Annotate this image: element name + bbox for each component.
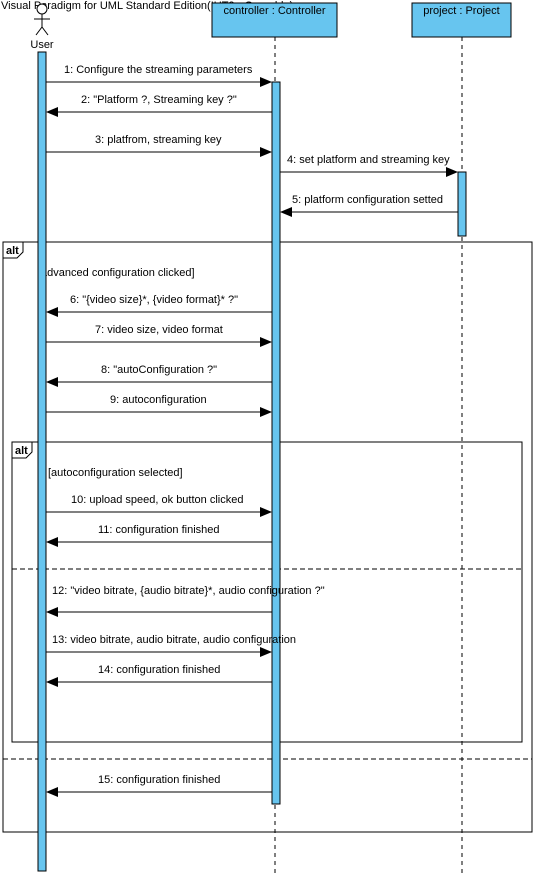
controller-label: controller : Controller [223,5,325,17]
message-5: 5: platform configuration setted [280,194,458,217]
message-4-label: 4: set platform and streaming key [287,154,450,166]
message-2-label: 2: "Platform ?, Streaming key ?" [81,94,237,106]
message-9: 9: autoconfiguration [46,394,272,417]
inner-alt-guard: [autoconfiguration selected] [48,467,183,479]
activation-controller [271,81,281,805]
actor-user-label: User [30,39,54,51]
message-1-label: 1: Configure the streaming parameters [64,64,253,76]
activation-user [37,51,47,872]
inner-alt-fragment: alt [11,441,523,743]
message-13: 13: video bitrate, audio bitrate, audio … [46,634,296,657]
message-5-label: 5: platform configuration setted [292,194,443,206]
message-4: 4: set platform and streaming key [280,154,458,177]
inner-alt-operator: alt [15,445,28,457]
message-12: 12: "video bitrate, {audio bitrate}*, au… [46,585,325,617]
outer-alt-guard: [advanced configuration clicked] [38,267,195,279]
project-label: project : Project [423,5,499,17]
message-15-label: 15: configuration finished [98,774,220,786]
actor-icon [34,3,50,36]
message-8: 8: "autoConfiguration ?" [46,364,272,387]
activation-project [457,171,467,237]
actor-user: User [30,3,54,51]
message-2: 2: "Platform ?, Streaming key ?" [46,94,272,117]
message-10: 10: upload speed, ok button clicked [46,494,272,517]
lifeline-head-project: project : Project [411,2,512,38]
message-3: 3: platfrom, streaming key [46,134,272,157]
message-12-label: 12: "video bitrate, {audio bitrate}*, au… [52,585,325,597]
lifeline-head-controller: controller : Controller [211,2,338,38]
message-1: 1: Configure the streaming parameters [46,64,272,87]
outer-alt-operator: alt [6,245,19,257]
message-15: 15: configuration finished [46,774,272,797]
message-7-label: 7: video size, video format [95,324,223,336]
message-14: 14: configuration finished [46,664,272,687]
message-13-label: 13: video bitrate, audio bitrate, audio … [52,634,296,646]
message-8-label: 8: "autoConfiguration ?" [101,364,217,376]
message-6: 6: "{video size}*, {video format}* ?" [46,294,272,317]
outer-alt-fragment: alt [2,241,533,833]
message-3-label: 3: platfrom, streaming key [95,134,222,146]
message-14-label: 14: configuration finished [98,664,220,676]
message-6-label: 6: "{video size}*, {video format}* ?" [70,294,238,306]
message-9-label: 9: autoconfiguration [110,394,207,406]
message-11-label: 11: configuration finished [98,524,220,536]
message-11: 11: configuration finished [46,524,272,547]
message-10-label: 10: upload speed, ok button clicked [71,494,243,506]
message-7: 7: video size, video format [46,324,272,347]
